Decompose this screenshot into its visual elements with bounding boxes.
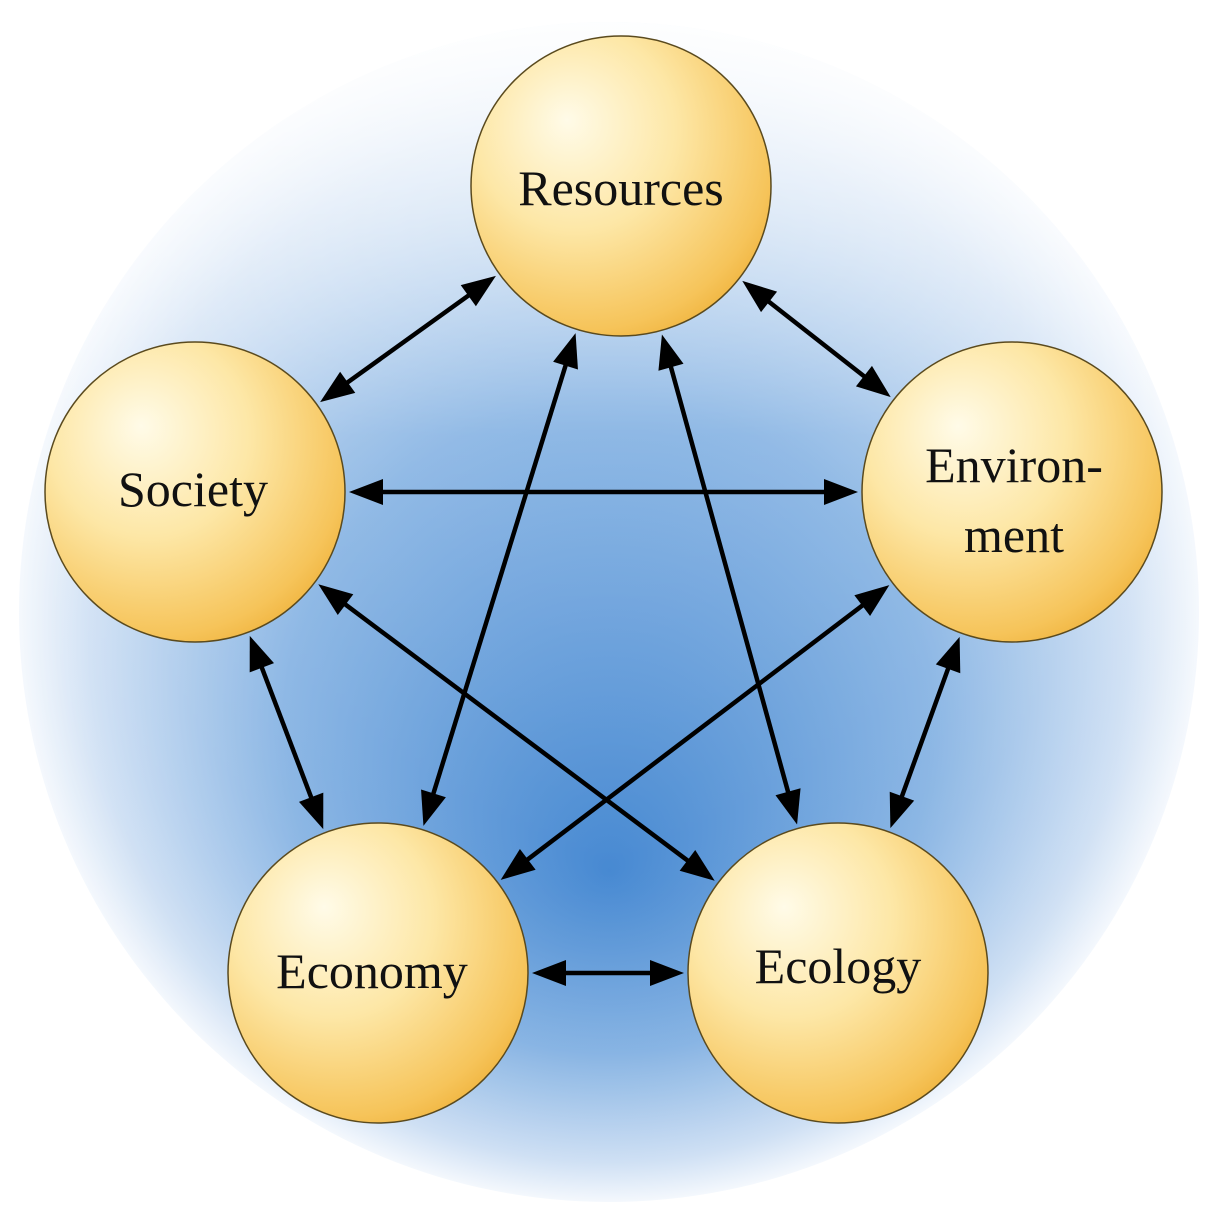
arrowhead-icon	[742, 280, 778, 313]
arrowhead-icon	[889, 791, 915, 829]
link-line	[523, 601, 867, 864]
node-circle	[44, 341, 346, 643]
link-line	[343, 291, 473, 387]
node-label-line: Economy	[276, 943, 468, 999]
link-line	[430, 361, 569, 798]
arrowhead-icon	[320, 371, 356, 403]
arrowhead-icon	[298, 792, 324, 830]
node-circle	[470, 35, 772, 337]
link-resources-environment	[742, 280, 891, 398]
node-resources: Resources	[470, 35, 772, 337]
node-label-line: Environ-	[925, 437, 1103, 493]
link-economy-ecology	[532, 960, 684, 986]
link-society-environment	[349, 479, 858, 505]
arrowhead-icon	[421, 789, 446, 826]
node-label-line: ment	[964, 507, 1064, 563]
arrowhead-icon	[460, 275, 496, 307]
node-label: Environ-ment	[925, 437, 1103, 563]
link-resources-ecology	[658, 334, 801, 825]
arrowhead-icon	[854, 585, 890, 616]
node-label-line: Resources	[518, 160, 724, 216]
arrowhead-icon	[658, 334, 684, 371]
node-circle	[861, 341, 1163, 643]
node-circle	[227, 822, 529, 1124]
node-label-line: Ecology	[755, 938, 922, 994]
arrowhead-icon	[349, 479, 383, 505]
arrowhead-icon	[935, 636, 961, 674]
link-line	[258, 663, 315, 802]
link-line	[340, 600, 693, 865]
arrowhead-icon	[318, 584, 354, 616]
link-resources-society	[320, 275, 496, 403]
arrowhead-icon	[679, 849, 715, 881]
arrowhead-icon	[650, 960, 684, 986]
node-environment: Environ-ment	[861, 341, 1163, 643]
arrowhead-icon	[500, 849, 536, 880]
node-circle	[687, 822, 989, 1124]
node-label-line: Society	[118, 461, 268, 517]
node-label: Society	[118, 461, 268, 517]
link-line	[898, 664, 952, 801]
arrowhead-icon	[249, 635, 275, 673]
arrowhead-icon	[855, 365, 891, 398]
link-line	[667, 362, 792, 797]
link-environment-ecology	[889, 636, 961, 829]
arrowhead-icon	[775, 788, 801, 825]
arrowhead-icon	[553, 333, 578, 370]
link-layer	[249, 275, 961, 986]
node-label: Economy	[276, 943, 468, 999]
link-resources-economy	[421, 333, 578, 826]
link-society-ecology	[318, 584, 715, 881]
node-ecology: Ecology	[687, 822, 989, 1124]
arrowhead-icon	[824, 479, 858, 505]
arrowhead-icon	[532, 960, 566, 986]
link-society-economy	[249, 635, 324, 830]
node-label: Ecology	[755, 938, 922, 994]
node-economy: Economy	[227, 822, 529, 1124]
link-environment-economy	[500, 585, 890, 880]
node-society: Society	[44, 341, 346, 643]
node-label: Resources	[518, 160, 724, 216]
link-line	[764, 297, 869, 381]
